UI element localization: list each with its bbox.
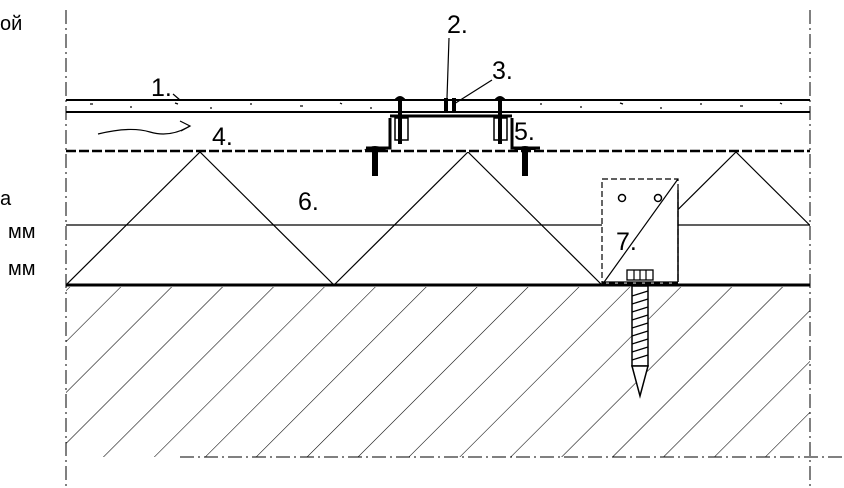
callout-1-label: 1. <box>151 74 172 102</box>
callout-2-label: 2. <box>447 11 468 39</box>
fragment-text: ой <box>0 13 22 35</box>
callout-7-label: 7. <box>616 228 637 256</box>
callout-labels: 1. 2. 3. 4. 5. 6. 7. <box>151 11 637 256</box>
callout-3-label: 3. <box>492 57 513 85</box>
callout-6-label: 6. <box>298 188 319 216</box>
callout-4-label: 4. <box>212 123 233 151</box>
concrete-wall <box>66 287 810 457</box>
callout-5-label: 5. <box>514 118 535 146</box>
fragment-text: а <box>0 188 12 210</box>
screws <box>364 146 536 176</box>
leader-lines <box>172 37 514 149</box>
rivet-right <box>494 96 506 144</box>
screw-right <box>514 146 536 176</box>
cladding-panel <box>66 99 810 113</box>
air-gap <box>66 120 810 153</box>
bracket-hole <box>617 193 627 203</box>
insulation-layer <box>66 152 810 285</box>
fragment-text: мм <box>8 221 36 243</box>
rivets <box>394 96 506 144</box>
rivet-left <box>394 96 406 144</box>
wall-bracket <box>601 178 679 286</box>
bracket-hole <box>653 193 663 203</box>
screw-left <box>364 146 386 176</box>
fragment-text: мм <box>8 258 36 280</box>
left-text-fragments: ой а мм мм <box>0 13 36 280</box>
anchor-bolt <box>626 269 654 399</box>
